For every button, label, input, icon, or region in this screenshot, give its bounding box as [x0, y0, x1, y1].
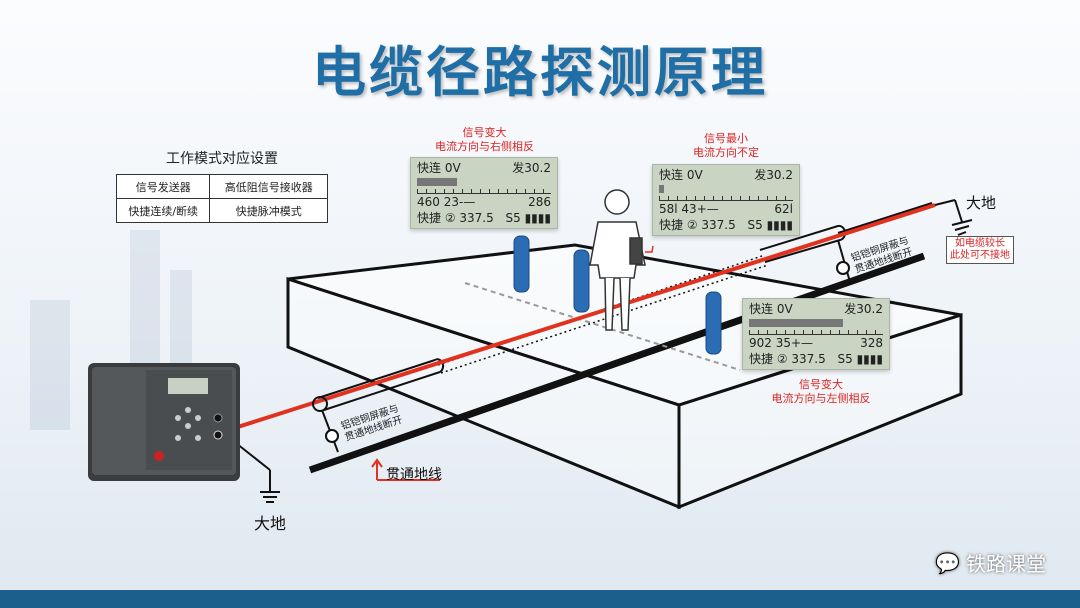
- table-cell: 信号发送器: [115, 174, 211, 199]
- signal-transmitter: [88, 363, 240, 481]
- signal-bar: [417, 178, 458, 186]
- ground-label-right: 大地: [966, 194, 997, 212]
- signal-bar: [659, 185, 665, 193]
- lcd-value: 62l: [774, 202, 793, 216]
- lcd-send: 发30.2: [512, 161, 551, 175]
- lcd-battery: S5 ▮▮▮▮: [747, 218, 793, 232]
- lcd-value: 286: [528, 195, 551, 209]
- table-row: 信号发送器高低阻信号接收器: [115, 174, 328, 199]
- lcd-send: 发30.2: [754, 168, 793, 182]
- signal-bar: [749, 319, 843, 327]
- note-line: 电流方向不定: [693, 146, 759, 159]
- lcd-reading-mid: 快连 0V 发30.2 58l 43+— 62l 快捷 ② 337.5 S5 ▮▮▮▮: [652, 164, 800, 236]
- lcd-battery: S5 ▮▮▮▮: [837, 352, 883, 366]
- table-cell: 快捷连续/断续: [115, 198, 211, 223]
- note-line: 信号变大: [799, 378, 843, 391]
- wechat-icon: 💬: [935, 550, 960, 575]
- table-cell: 高低阻信号接收器: [209, 174, 328, 199]
- power-cable: [221, 203, 936, 434]
- left-note: 信号变大电流方向与右侧相反: [412, 126, 557, 154]
- lcd-reading-left: 快连 0V 发30.2 460 23-— 286 快捷 ② 337.5 S5 ▮▮▮▮: [410, 157, 558, 229]
- lcd-scale: [659, 195, 793, 201]
- lcd-status: 快捷 ② 337.5: [659, 218, 736, 232]
- lcd-status: 快捷 ② 337.5: [417, 211, 494, 225]
- page-title: 电缆径路探测原理: [312, 41, 768, 104]
- note-line: 电流方向与右侧相反: [435, 140, 534, 153]
- lcd-value: 902 35+—: [749, 336, 814, 350]
- table-row: 快捷连续/断续快捷脉冲模式: [115, 198, 328, 223]
- mid-note: 信号最小电流方向不定: [652, 132, 800, 160]
- lcd-mode: 快连 0V: [417, 161, 461, 175]
- lcd-mode: 快连 0V: [659, 168, 703, 182]
- lcd-value: 460 23-—: [417, 195, 476, 209]
- note-line: 信号变大: [462, 126, 507, 139]
- through-ground-wire: [308, 252, 926, 474]
- table-caption: 工作模式对应设置: [166, 151, 278, 167]
- lcd-status: 快捷 ② 337.5: [749, 352, 826, 366]
- lcd-scale: [749, 329, 883, 335]
- through-ground-label: 贯通地线: [386, 467, 442, 483]
- brand-watermark: 💬铁路课堂: [935, 548, 1046, 577]
- lcd-reading-right: 快连 0V 发30.2 902 35+— 328 快捷 ② 337.5 S5 ▮▮▮▮: [742, 298, 890, 370]
- footer-bar: [0, 590, 1080, 608]
- note-line: 如电缆较长: [955, 238, 1005, 249]
- earth-note: 如电缆较长此处可不接地: [946, 236, 1014, 264]
- right-note: 信号变大电流方向与左侧相反: [756, 378, 886, 406]
- lcd-scale: [417, 188, 551, 194]
- note-line: 信号最小: [704, 132, 748, 145]
- note-line: 此处可不接地: [950, 250, 1010, 261]
- operator-figure: [589, 189, 654, 331]
- note-line: 电流方向与左侧相反: [771, 392, 871, 405]
- lcd-value: 328: [860, 336, 883, 350]
- lcd-battery: S5 ▮▮▮▮: [505, 211, 551, 225]
- lcd-mode: 快连 0V: [749, 302, 793, 316]
- table-cell: 快捷脉冲模式: [209, 198, 328, 223]
- work-mode-table: 工作模式对应设置 信号发送器高低阻信号接收器 快捷连续/断续快捷脉冲模式: [115, 148, 328, 223]
- brand-text: 铁路课堂: [966, 552, 1046, 576]
- lcd-value: 58l 43+—: [659, 202, 719, 216]
- ground-probes: [513, 235, 722, 355]
- ground-label-left: 大地: [254, 514, 287, 533]
- lcd-send: 发30.2: [844, 302, 883, 316]
